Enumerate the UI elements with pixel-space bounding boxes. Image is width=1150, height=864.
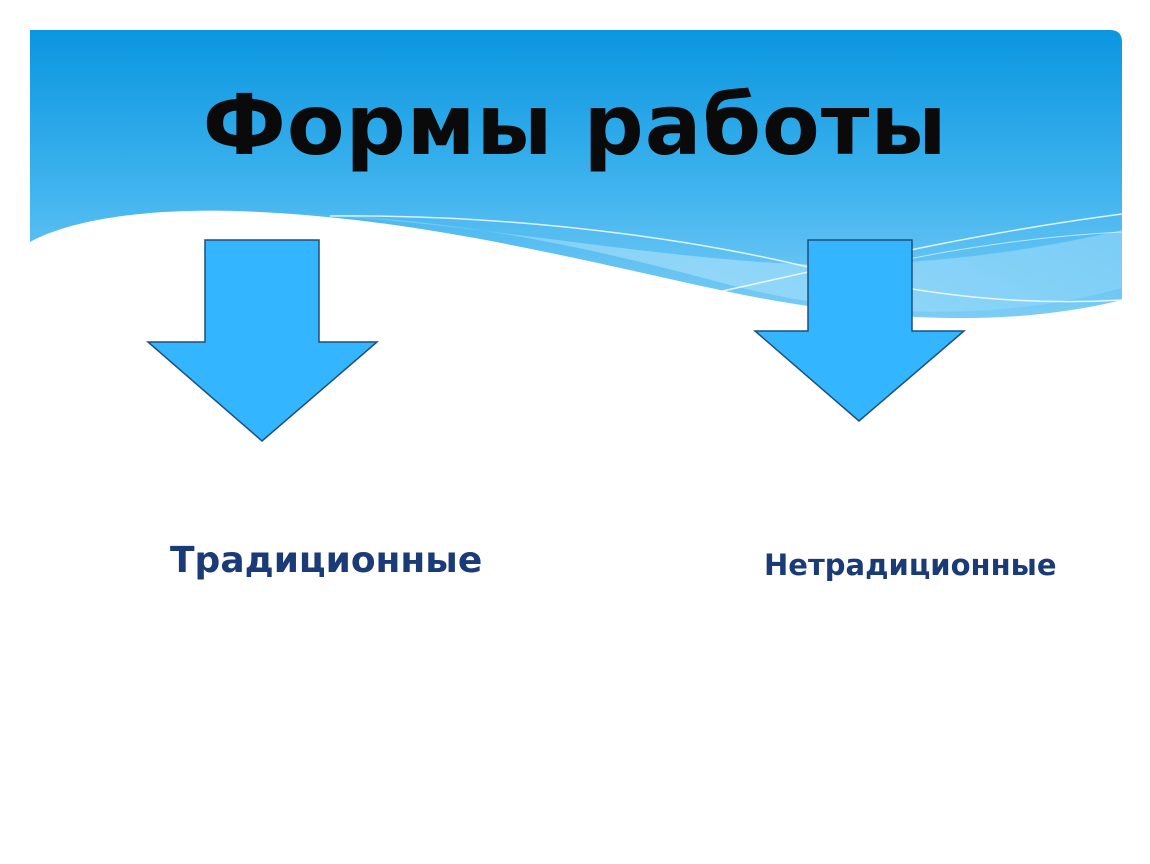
down-arrow-icon-left: [145, 239, 380, 442]
branch-label-traditional: Традиционные: [170, 540, 483, 581]
branch-label-nontraditional: Нетрадиционные: [764, 548, 1057, 582]
slide-title: Формы работы: [202, 76, 948, 174]
banner-wave-line-1: [329, 215, 1123, 303]
banner-wave-light: [300, 214, 1122, 312]
down-arrow-icon-right: [752, 239, 967, 422]
